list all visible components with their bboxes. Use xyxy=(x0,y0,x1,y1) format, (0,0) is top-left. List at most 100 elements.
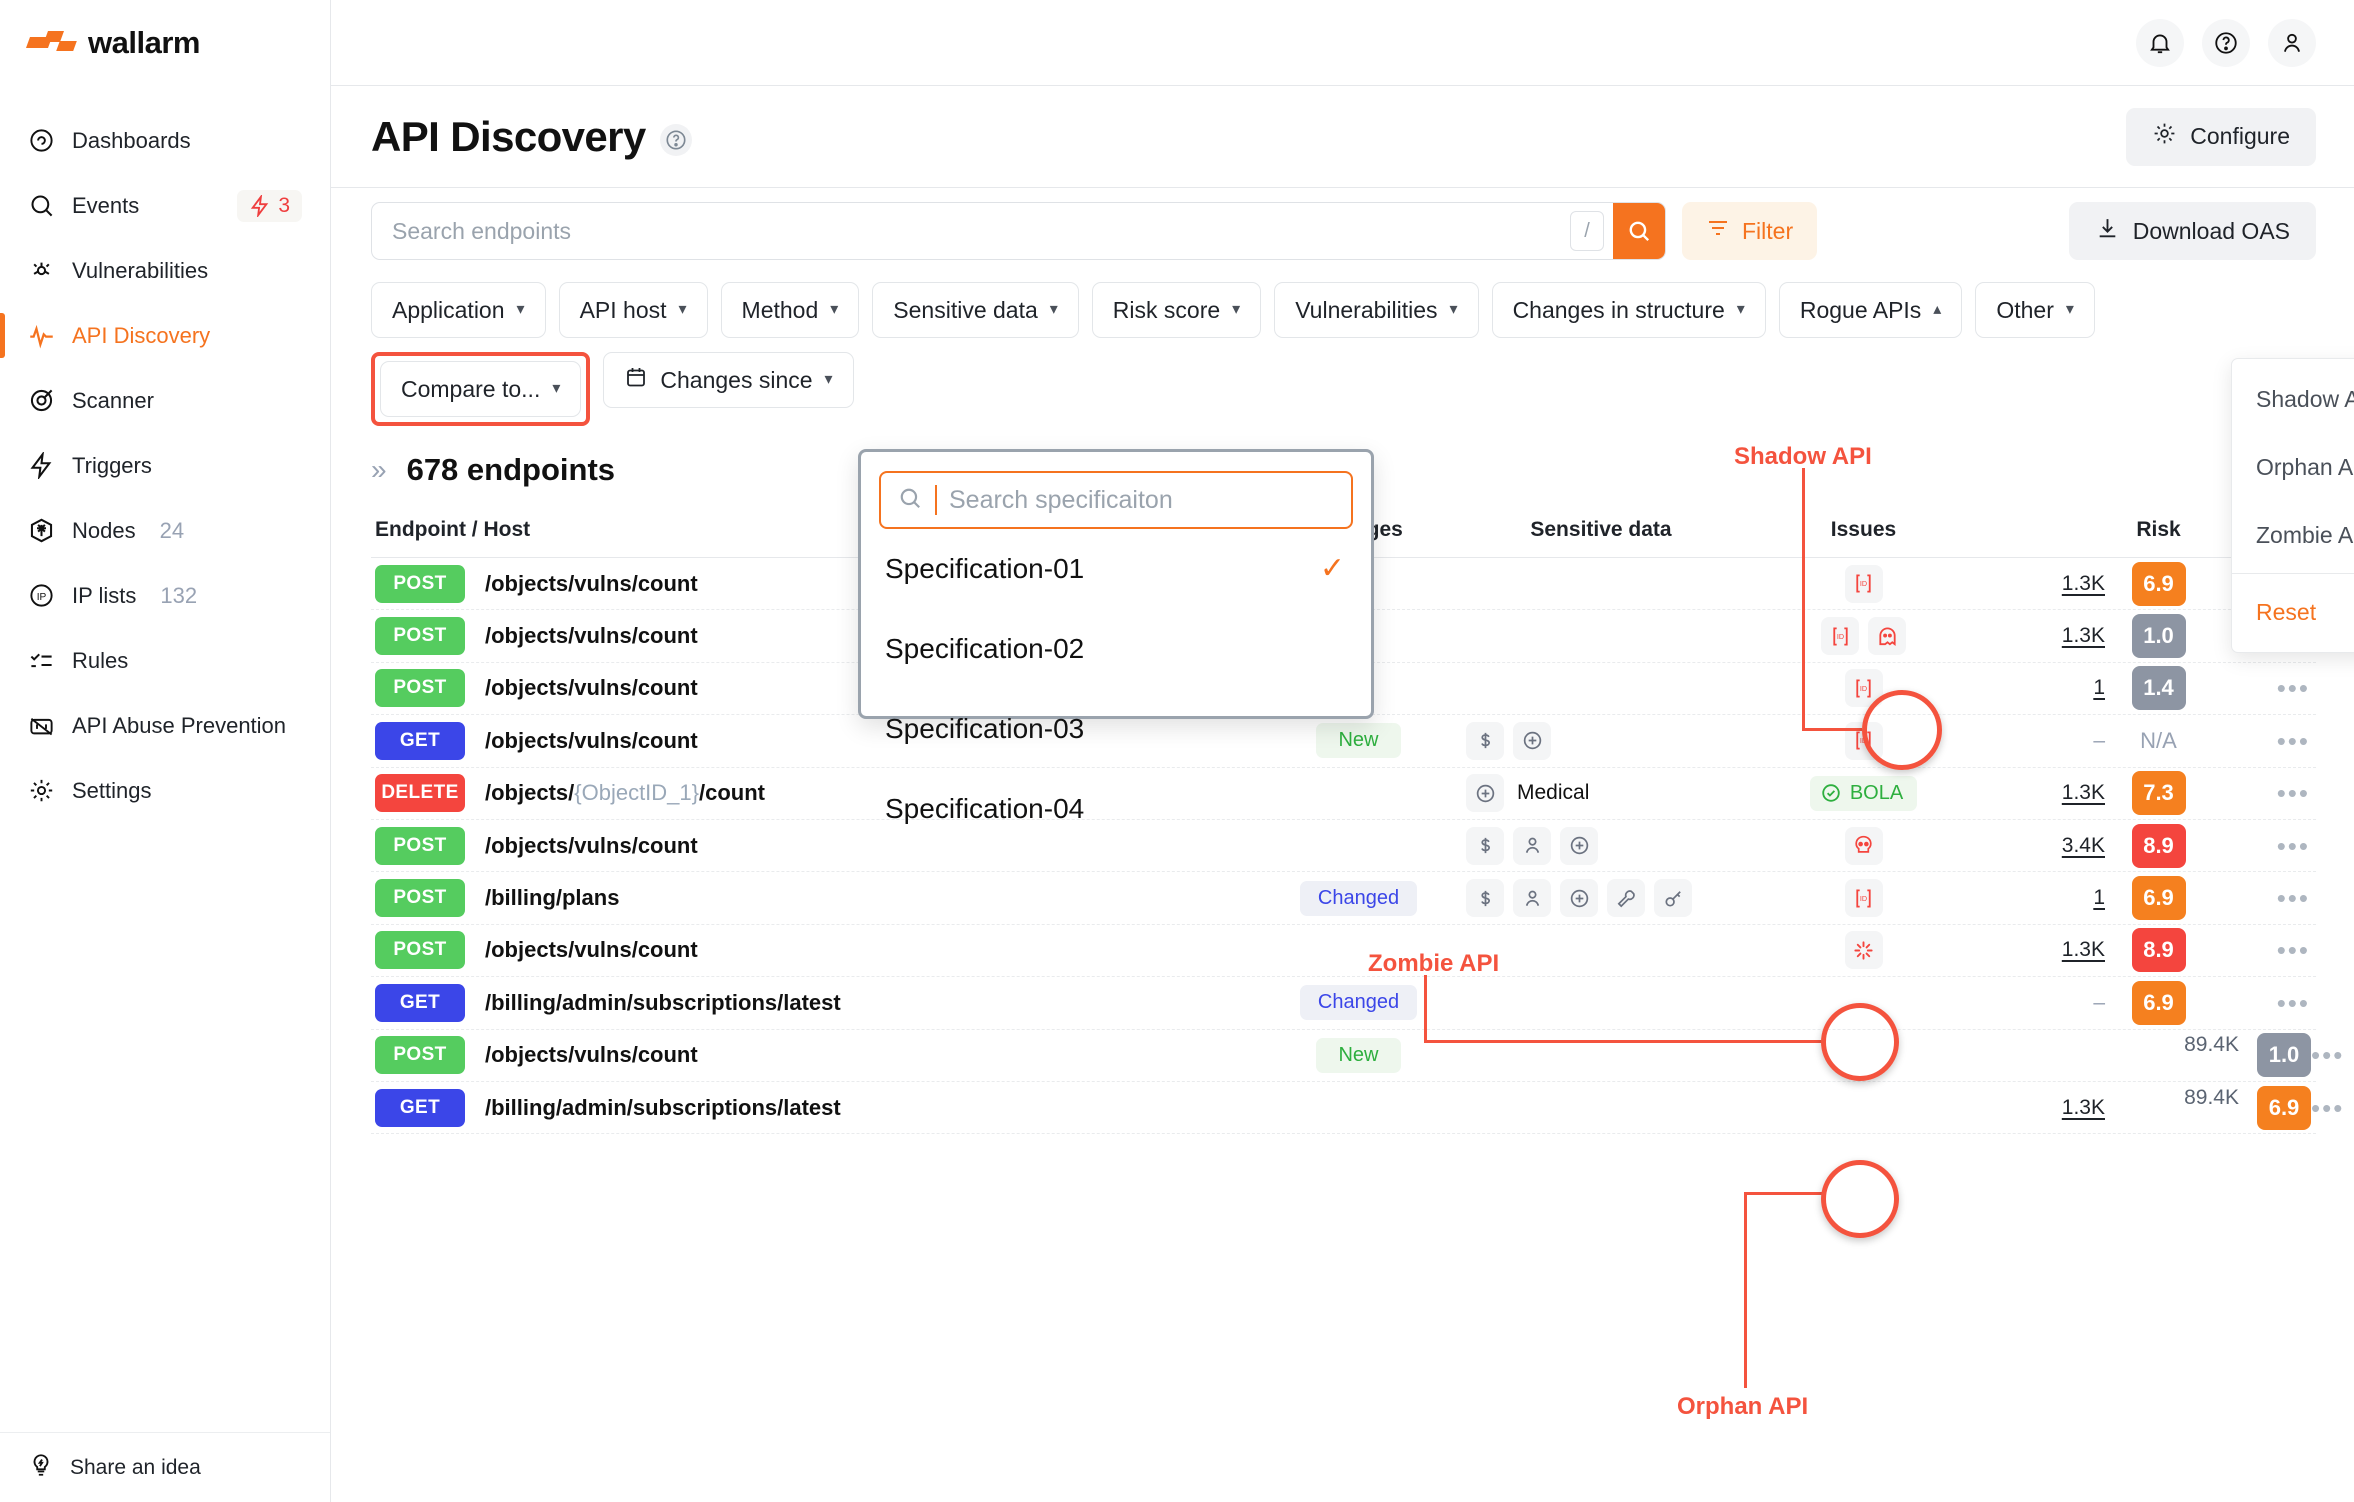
endpoint-path[interactable]: /objects/vulns/count xyxy=(485,727,698,753)
specification-option-01[interactable]: Specification-01 ✓ xyxy=(861,529,1371,609)
id-icon[interactable]: ID xyxy=(1844,564,1883,603)
dollar-icon[interactable] xyxy=(1466,879,1504,918)
endpoint-path[interactable]: /objects/vulns/count xyxy=(485,832,698,858)
id-icon[interactable]: ID xyxy=(1821,617,1859,656)
requests-count[interactable]: 1.3K xyxy=(2061,938,2105,962)
endpoint-path[interactable]: /billing/admin/subscriptions/latest xyxy=(485,989,841,1015)
filter-chip-application[interactable]: Application▾ xyxy=(371,282,546,338)
medical-icon[interactable] xyxy=(1513,721,1551,760)
filter-chip-api-host[interactable]: API host▾ xyxy=(558,282,708,338)
menu-item-reset[interactable]: Reset xyxy=(2256,598,2317,625)
orphan-icon[interactable] xyxy=(1844,931,1883,970)
help-circle-icon[interactable] xyxy=(2202,18,2250,67)
specification-option-04[interactable]: Specification-04 xyxy=(861,769,1371,849)
medical-icon[interactable] xyxy=(1560,826,1598,865)
filter-chip-method[interactable]: Method▾ xyxy=(720,282,860,338)
search-input[interactable] xyxy=(392,217,1570,245)
sidebar-item-ip-lists[interactable]: IP IP lists 132 xyxy=(0,563,330,628)
configure-button[interactable]: Configure xyxy=(2126,107,2316,166)
sidebar-item-rules[interactable]: Rules xyxy=(0,628,330,693)
menu-item-shadow-apis[interactable]: Shadow APIs xyxy=(2256,385,2354,412)
specification-search-field[interactable] xyxy=(879,471,1353,529)
id-icon[interactable]: ID xyxy=(1844,879,1883,918)
search-submit-icon[interactable] xyxy=(1613,203,1665,259)
chevron-right-double-icon[interactable]: » xyxy=(371,454,387,485)
filter-chip-vulnerabilities[interactable]: Vulnerabilities▾ xyxy=(1274,282,1479,338)
skull-icon[interactable] xyxy=(1844,826,1883,865)
medical-icon[interactable] xyxy=(1466,774,1504,813)
endpoint-path[interactable]: /objects/vulns/count xyxy=(485,937,698,963)
row-menu-icon[interactable]: ••• xyxy=(2276,673,2310,704)
sidebar-item-vulnerabilities[interactable]: Vulnerabilities xyxy=(0,238,330,303)
medical-icon[interactable] xyxy=(1560,879,1598,918)
filter-chip-rogue-apis[interactable]: Rogue APIs▴ xyxy=(1778,282,1963,338)
key-icon[interactable] xyxy=(1654,879,1692,918)
person-icon[interactable] xyxy=(1513,826,1551,865)
requests-count[interactable]: 1 xyxy=(2093,676,2105,700)
requests-count[interactable]: 1.3K xyxy=(2061,624,2105,648)
person-icon[interactable] xyxy=(1513,879,1551,918)
filter-chip-compare-to[interactable]: Compare to...▾ xyxy=(380,361,582,417)
filter-chip-changes-in-structure[interactable]: Changes in structure▾ xyxy=(1491,282,1766,338)
requests-count[interactable]: 1.3K xyxy=(2061,571,2105,595)
row-menu-icon[interactable]: ••• xyxy=(2276,935,2310,966)
sidebar-item-triggers[interactable]: Triggers xyxy=(0,433,330,498)
row-menu-icon[interactable]: ••• xyxy=(2311,1092,2345,1123)
requests-count[interactable]: 1 xyxy=(2093,886,2105,910)
endpoint-path[interactable]: /billing/admin/subscriptions/latest xyxy=(485,1094,841,1120)
endpoint-path[interactable]: /objects/vulns/count xyxy=(485,1042,698,1068)
endpoint-path[interactable]: /billing/plans xyxy=(485,885,620,911)
sidebar-item-scanner[interactable]: Scanner xyxy=(0,368,330,433)
sidebar-item-api-discovery[interactable]: API Discovery xyxy=(0,303,330,368)
menu-item-orphan-apis[interactable]: Orphan APIs xyxy=(2256,453,2354,480)
filter-chip-other[interactable]: Other▾ xyxy=(1975,282,2095,338)
events-badge[interactable]: 3 xyxy=(237,189,302,222)
dollar-icon[interactable] xyxy=(1466,826,1504,865)
id-icon[interactable]: ID xyxy=(1844,721,1883,760)
specification-option-02[interactable]: Specification-02 xyxy=(861,609,1371,689)
row-menu-icon[interactable]: ••• xyxy=(2276,830,2310,861)
row-menu-icon[interactable]: ••• xyxy=(2276,725,2310,756)
download-oas-button[interactable]: Download OAS xyxy=(2068,202,2316,260)
menu-item-zombie-apis[interactable]: Zombie APIs xyxy=(2256,521,2354,548)
endpoint-path[interactable]: /objects/vulns/count xyxy=(485,675,698,701)
row-menu-icon[interactable]: ••• xyxy=(2276,883,2310,914)
specification-option-03[interactable]: Specification-03 xyxy=(861,689,1371,769)
specification-search-input[interactable] xyxy=(949,485,1335,515)
bell-icon[interactable] xyxy=(2136,18,2184,67)
endpoint-path[interactable]: /objects/vulns/count xyxy=(485,570,698,596)
sidebar-item-dashboards[interactable]: Dashboards xyxy=(0,108,330,173)
wrench-icon[interactable] xyxy=(1607,879,1645,918)
row-menu-icon[interactable]: ••• xyxy=(2276,987,2310,1018)
bola-badge[interactable]: BOLA xyxy=(1809,775,1918,811)
endpoint-path[interactable]: /objects/{ObjectID_1}/count xyxy=(485,780,765,806)
share-an-idea-button[interactable]: Share an idea xyxy=(0,1432,330,1502)
search-endpoints-field[interactable]: / xyxy=(371,202,1666,260)
requests-count[interactable]: 1.3K xyxy=(2061,781,2105,805)
ghost-icon[interactable] xyxy=(1868,617,1906,656)
row-menu-icon[interactable]: ••• xyxy=(2311,1040,2345,1071)
id-icon[interactable]: ID xyxy=(1844,669,1883,708)
question-circle-icon[interactable] xyxy=(659,123,692,156)
filter-button[interactable]: Filter xyxy=(1682,202,1818,260)
sidebar-item-api-abuse-prevention[interactable]: API Abuse Prevention xyxy=(0,693,330,758)
brand-logo[interactable]: wallarm xyxy=(0,0,330,86)
sidebar-item-nodes[interactable]: Nodes 24 xyxy=(0,498,330,563)
specification-dropdown-panel[interactable]: Specification-01 ✓ Specification-02 Spec… xyxy=(858,449,1374,824)
rogue-apis-dropdown-menu[interactable]: Shadow APIs Orphan APIs Zombie APIs Rese… xyxy=(2231,358,2354,653)
filter-chip-changes-since[interactable]: Changes since▾ xyxy=(603,352,854,408)
endpoint-path[interactable]: /objects/vulns/count xyxy=(485,623,698,649)
filter-chip-sensitive-data[interactable]: Sensitive data▾ xyxy=(872,282,1079,338)
requests-count[interactable]: 3.4K xyxy=(2061,833,2105,857)
row-menu-icon[interactable]: ••• xyxy=(2276,778,2310,809)
filter-chip-risk-score[interactable]: Risk score▾ xyxy=(1091,282,1262,338)
